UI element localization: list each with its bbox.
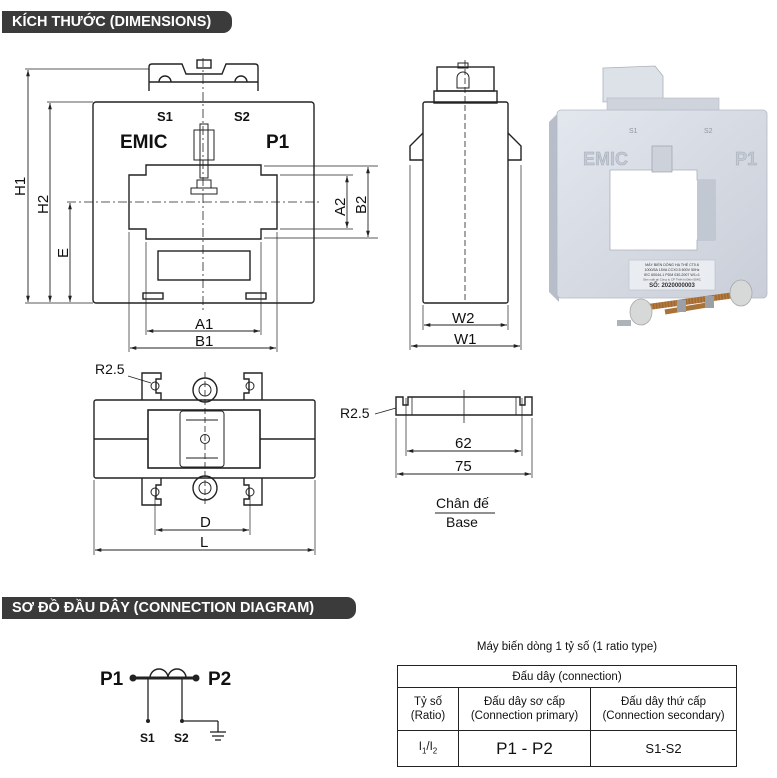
cell-secondary: S1-S2 bbox=[590, 730, 737, 767]
connection-section-title: SƠ ĐỒ ĐẦU DÂY (CONNECTION DIAGRAM) bbox=[2, 597, 356, 619]
base-dim-62: 62 bbox=[455, 435, 472, 452]
front-label-s2: S2 bbox=[234, 109, 250, 124]
photo-label-p1: P1 bbox=[735, 149, 757, 169]
foot-top-left bbox=[141, 372, 162, 400]
foot-top-right bbox=[243, 372, 263, 400]
terminal-screw-left bbox=[158, 75, 172, 83]
photo-rating-plate bbox=[628, 259, 716, 291]
bottom-view bbox=[93, 372, 316, 555]
dim-label-a1: A1 bbox=[195, 316, 213, 333]
side-body bbox=[422, 101, 509, 304]
ratio-sub-2: 2 bbox=[432, 746, 438, 756]
base-caption-en: Base bbox=[446, 514, 478, 530]
primary-bolt-clamp bbox=[193, 129, 215, 161]
foot-bottom-right bbox=[243, 478, 263, 506]
col-header-secondary-vi: Đấu dây thứ cấp bbox=[620, 696, 707, 708]
dim-label-a2: A2 bbox=[332, 198, 349, 216]
slot-right bbox=[245, 292, 267, 300]
col-header-secondary-en: (Connection secondary) bbox=[602, 710, 725, 722]
ratio-sub-1: 1 bbox=[421, 746, 427, 756]
dim-label-b2: B2 bbox=[353, 196, 370, 214]
side-foot-right bbox=[507, 132, 522, 161]
photo-serial: SỐ: 2020000003 bbox=[649, 282, 695, 289]
photo-brand: EMIC bbox=[583, 149, 628, 169]
top-screw bbox=[196, 59, 212, 69]
connection-schematic bbox=[133, 668, 226, 741]
schematic-s2: S2 bbox=[174, 731, 189, 745]
ratio-i2: /I bbox=[426, 741, 433, 754]
col-header-ratio-vi: Tỷ số bbox=[413, 696, 443, 708]
dim-label-e: E bbox=[55, 248, 72, 258]
photo-plate-line: MÁY BIẾN DÒNG HẠ THẾ CT0.6 bbox=[645, 262, 699, 267]
base-caption-vi: Chân đế bbox=[436, 495, 489, 511]
side-view bbox=[409, 60, 522, 350]
product-photo: S1 S2 EMIC P1 MÁY BIẾN DÒNG HẠ THẾ CT0.6… bbox=[549, 65, 768, 326]
connection-table: Đấu dây (connection) Tỷ số (Ratio) Đấu d… bbox=[397, 665, 737, 767]
col-header-primary-en: (Connection primary) bbox=[470, 710, 579, 722]
terminal-screw-right bbox=[234, 75, 248, 83]
base-view bbox=[374, 390, 533, 514]
bottom-radius-label: R2.5 bbox=[95, 361, 125, 377]
base-radius-label: R2.5 bbox=[340, 405, 370, 421]
front-label-s1: S1 bbox=[157, 109, 173, 124]
front-body bbox=[92, 101, 315, 304]
cell-primary: P1 - P2 bbox=[458, 730, 591, 767]
photo-plate-line: 1000/5A 15VA CCX0.5 600V 50Hz bbox=[645, 268, 700, 272]
photo-label-s2: S2 bbox=[704, 128, 713, 135]
screw-bottom bbox=[192, 475, 218, 501]
dim-label-d: D bbox=[200, 514, 211, 531]
terminal-block-outline bbox=[148, 63, 259, 91]
schematic-p2: P2 bbox=[208, 669, 231, 690]
base-dim-75: 75 bbox=[455, 458, 472, 475]
schematic-s1: S1 bbox=[140, 731, 155, 745]
table-row: I1/I2 P1 - P2 S1-S2 bbox=[397, 730, 737, 767]
base-outline bbox=[395, 396, 533, 416]
nameplate-outline bbox=[157, 250, 251, 281]
connection-table-header: Đấu dây (connection) bbox=[397, 665, 737, 688]
ct-winding bbox=[149, 668, 187, 679]
photo-plate-line: IEC 60044-1 PDM 030-2007 W1=1 bbox=[644, 273, 700, 277]
photo-bolts bbox=[617, 279, 753, 326]
dim-label-h1: H1 bbox=[12, 177, 29, 196]
slot-left bbox=[142, 292, 164, 300]
schematic-p1: P1 bbox=[100, 669, 124, 690]
dim-label-h2: H2 bbox=[35, 195, 52, 214]
front-label-p1: P1 bbox=[266, 132, 290, 153]
col-header-primary: Đấu dây sơ cấp (Connection primary) bbox=[458, 687, 591, 731]
dim-label-b1: B1 bbox=[195, 333, 213, 350]
dim-label-w1: W1 bbox=[454, 331, 477, 348]
front-view bbox=[25, 58, 378, 352]
dim-label-w2: W2 bbox=[452, 310, 475, 327]
col-header-ratio-en: (Ratio) bbox=[410, 710, 446, 722]
col-header-ratio: Tỷ số (Ratio) bbox=[397, 687, 459, 731]
dimensions-section-title: KÍCH THƯỚC (DIMENSIONS) bbox=[2, 11, 232, 33]
foot-bottom-left bbox=[141, 478, 162, 506]
primary-window bbox=[128, 164, 278, 240]
side-terminal bbox=[436, 66, 495, 92]
front-brand: EMIC bbox=[120, 132, 168, 153]
side-foot-left bbox=[409, 132, 424, 161]
ratio-i1: I bbox=[418, 741, 422, 754]
photo-label-s1: S1 bbox=[629, 128, 638, 135]
dim-label-l: L bbox=[200, 534, 208, 551]
photo-terminal-block bbox=[602, 65, 664, 103]
connection-table-caption: Máy biến dòng 1 tỷ số (1 ratio type) bbox=[476, 641, 658, 653]
photo-plate-line: Sản xuất tại Công ty CP Thiết bị Điện EM… bbox=[643, 278, 702, 282]
cell-ratio: I1/I2 bbox=[397, 730, 459, 767]
col-header-primary-vi: Đấu dây sơ cấp bbox=[483, 696, 566, 708]
col-header-secondary: Đấu dây thứ cấp (Connection secondary) bbox=[590, 687, 737, 731]
